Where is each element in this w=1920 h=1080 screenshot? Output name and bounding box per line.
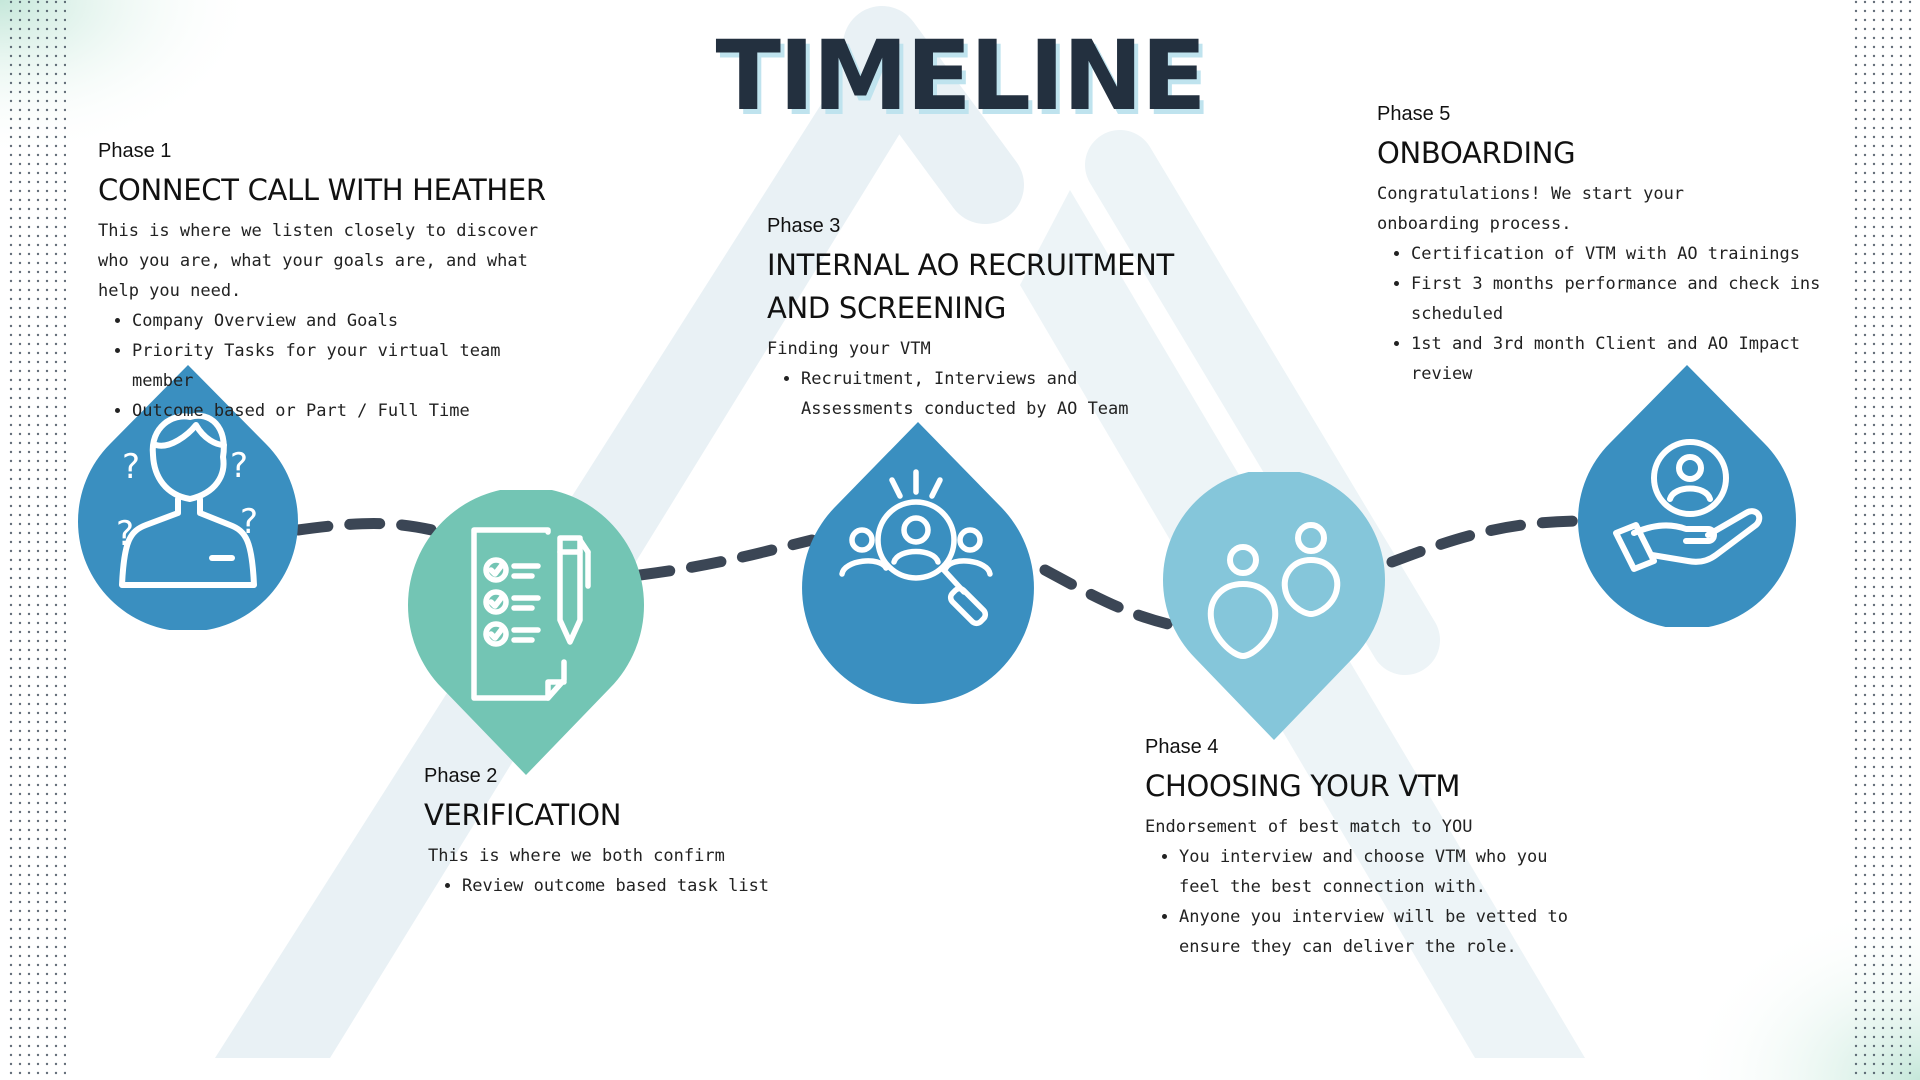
phase-heading: INTERNAL AO RECRUITMENT AND SCREENING — [767, 248, 1174, 325]
list-item: Company Overview and Goals — [132, 306, 568, 336]
phase-label: Phase 3 — [767, 215, 841, 237]
svg-text:?: ? — [116, 514, 134, 554]
phase-4: Phase 4 CHOOSING YOUR VTM Endorsement of… — [1145, 736, 1595, 962]
phase-4-drop — [1163, 472, 1385, 740]
phase-3: Phase 3 INTERNAL AO RECRUITMENT AND SCRE… — [767, 215, 1177, 424]
phase-3-drop — [802, 422, 1034, 704]
list-item: Outcome based or Part / Full Time — [132, 396, 568, 426]
phase-description: This is where we listen closely to disco… — [98, 221, 539, 301]
phase-5-drop — [1578, 365, 1796, 627]
svg-text:?: ? — [240, 502, 258, 542]
bullet-list: Certification of VTM with AO trainings F… — [1377, 239, 1851, 389]
phase-2-drop — [408, 490, 644, 775]
phase-description: Endorsement of best match to YOU — [1145, 817, 1473, 837]
phase-description: This is where we both confirm — [428, 846, 725, 866]
person-question-icon: ? ? ? ? — [116, 412, 258, 588]
phase-label: Phase 4 — [1145, 736, 1219, 758]
phase-2: Phase 2 VERIFICATION This is where we bo… — [424, 765, 804, 901]
bullet-list: Recruitment, Interviews and Assessments … — [767, 364, 1141, 424]
phase-description: Finding your VTM — [767, 339, 931, 359]
phase-label: Phase 1 — [98, 140, 172, 162]
phase-heading: VERIFICATION — [424, 798, 622, 832]
svg-text:?: ? — [230, 446, 248, 486]
phase-heading: CHOOSING YOUR VTM — [1145, 769, 1461, 803]
people-match-icon — [1207, 522, 1341, 659]
bullet-list: You interview and choose VTM who you fee… — [1145, 842, 1579, 962]
phase-heading: ONBOARDING — [1377, 136, 1576, 170]
phase-1-drop: ? ? ? ? — [78, 365, 298, 630]
phase-label: Phase 2 — [424, 765, 498, 787]
talent-search-icon — [839, 469, 993, 627]
hand-person-icon — [1613, 439, 1763, 572]
phase-heading: CONNECT CALL WITH HEATHER — [98, 173, 546, 207]
page-title: TIMELINE — [715, 20, 1206, 132]
phase-5: Phase 5 ONBOARDING Congratulations! We s… — [1377, 103, 1847, 389]
list-item: Anyone you interview will be vetted to e… — [1179, 902, 1579, 962]
bullet-list: Company Overview and Goals Priority Task… — [98, 306, 568, 426]
svg-text:?: ? — [122, 447, 140, 487]
list-item: 1st and 3rd month Client and AO Impact r… — [1411, 329, 1851, 389]
list-item: Recruitment, Interviews and Assessments … — [801, 364, 1141, 424]
list-item: Certification of VTM with AO trainings — [1411, 239, 1851, 269]
checklist-clipboard-icon — [471, 527, 591, 701]
phase-label: Phase 5 — [1377, 103, 1451, 125]
list-item: Review outcome based task list — [462, 871, 804, 901]
phase-description: Congratulations! We start your onboardin… — [1377, 184, 1685, 234]
list-item: Priority Tasks for your virtual team mem… — [132, 336, 568, 396]
list-item: First 3 months performance and check ins… — [1411, 269, 1851, 329]
list-item: You interview and choose VTM who you fee… — [1179, 842, 1579, 902]
phase-1: Phase 1 CONNECT CALL WITH HEATHER This i… — [98, 140, 568, 426]
bullet-list: Review outcome based task list — [424, 871, 804, 901]
